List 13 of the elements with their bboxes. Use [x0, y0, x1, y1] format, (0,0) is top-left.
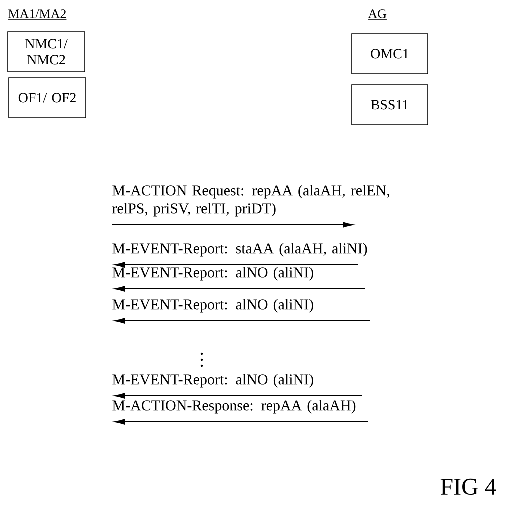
column-heading: AG [368, 10, 388, 20]
process-box: OMC1 [352, 34, 428, 74]
message-text: M-EVENT-Report: alNO (aliNI) [112, 267, 314, 281]
message-text: M-ACTION Request: repAA (alaAH, relEN, relPS, priSV, relTI, priDT) [112, 185, 390, 217]
message-text: M-ACTION-Response: repAA (alaAH) [112, 400, 356, 414]
process-box: NMC1/ NMC2 [8, 32, 86, 72]
process-box: BSS11 [352, 84, 428, 126]
figure-caption: FIG 4 [440, 478, 496, 496]
process-box: OF1/ OF2 [8, 78, 86, 118]
column-heading: MA1/MA2 [8, 10, 67, 20]
message-text: M-EVENT-Report: alNO (aliNI) [112, 299, 314, 313]
message-text: M-EVENT-Report: alNO (aliNI) [112, 374, 314, 388]
message-text: M-EVENT-Report: staAA (alaAH, aliNI) [112, 243, 368, 257]
